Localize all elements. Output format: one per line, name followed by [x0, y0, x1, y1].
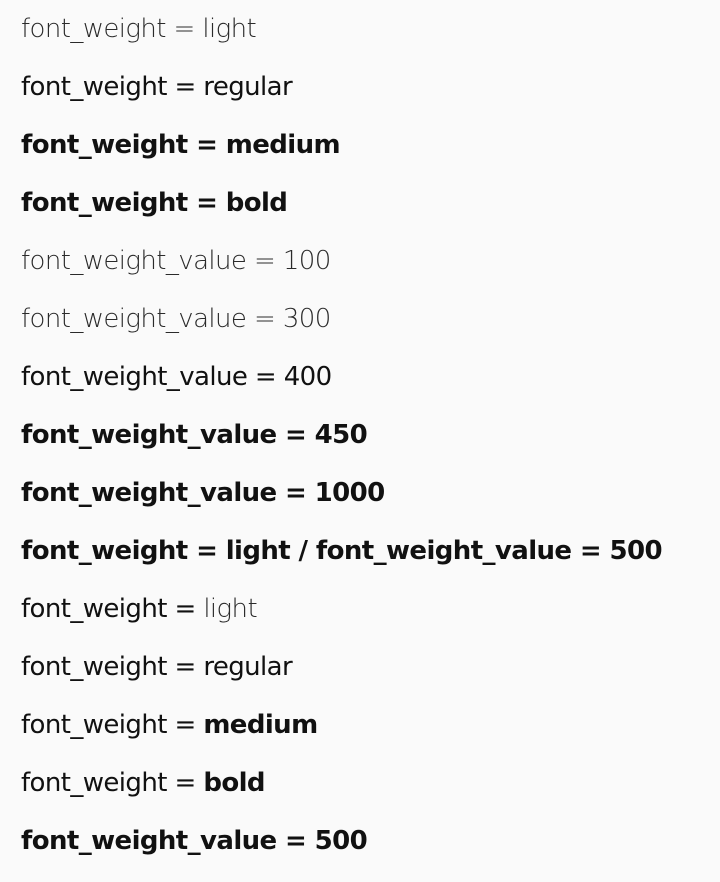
line-mixed-regular: font_weight = regular	[21, 650, 720, 708]
line-prefix: font_weight =	[21, 652, 204, 682]
line-weight-value-450: font_weight_value = 450	[21, 420, 368, 450]
line-mixed-medium: font_weight = medium	[21, 708, 720, 766]
line-weight-light-value-500: font_weight = light / font_weight_value …	[21, 536, 663, 566]
line-weight-value-500: font_weight_value = 500	[21, 826, 368, 856]
line-suffix-light: light	[203, 594, 258, 624]
line-prefix: font_weight =	[21, 710, 204, 740]
line-prefix: font_weight =	[21, 768, 204, 798]
line-weight-light: font_weight = light	[21, 14, 257, 44]
line-weight-value-400: font_weight_value = 400	[21, 362, 332, 392]
line-weight-value-100: font_weight_value = 100	[21, 246, 331, 276]
line-weight-regular: font_weight = regular	[21, 72, 293, 102]
line-mixed-bold: font_weight = bold	[21, 766, 720, 824]
line-suffix-medium: medium	[203, 710, 318, 740]
line-prefix: font_weight =	[21, 594, 204, 624]
line-suffix-bold: bold	[203, 768, 265, 798]
line-suffix-regular: regular	[203, 652, 293, 682]
line-weight-value-1000: font_weight_value = 1000	[21, 478, 385, 508]
line-weight-medium: font_weight = medium	[21, 130, 341, 160]
line-mixed-light: font_weight = light	[21, 592, 720, 650]
line-weight-value-300: font_weight_value = 300	[21, 304, 331, 334]
line-weight-bold: font_weight = bold	[21, 188, 288, 218]
